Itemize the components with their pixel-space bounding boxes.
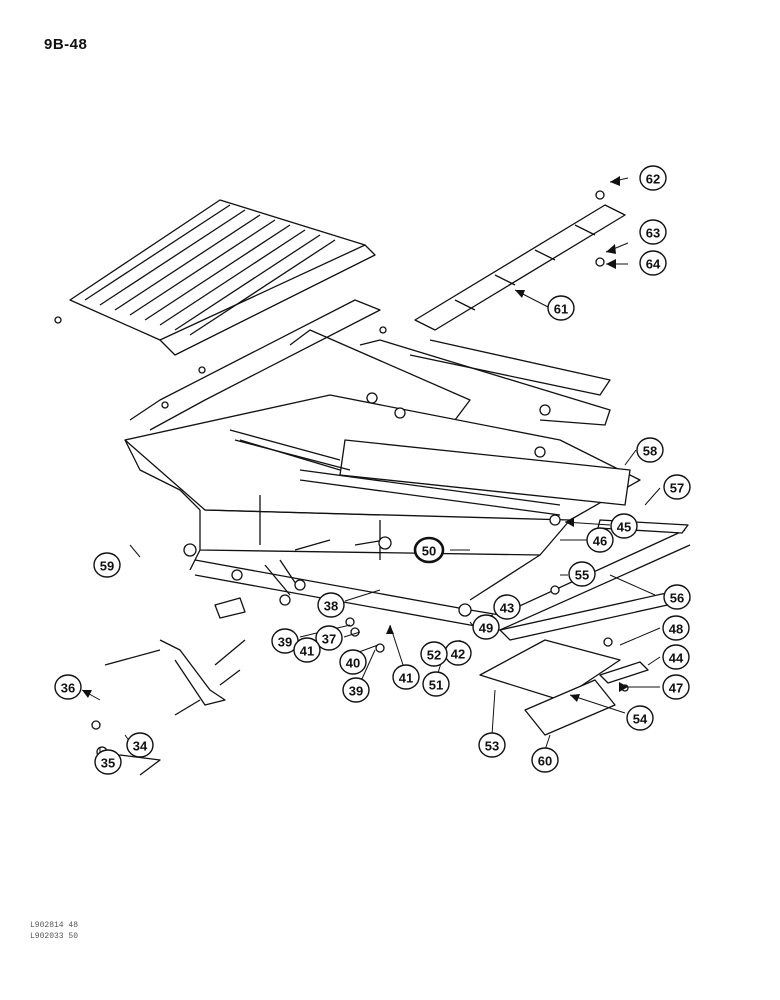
callout-44	[662, 644, 690, 670]
reference-code: L902033 50	[30, 932, 79, 941]
callout-47	[662, 674, 690, 700]
page-number: 9B-48	[44, 36, 88, 53]
callout-label: 40	[346, 656, 360, 671]
callout-56	[663, 584, 691, 610]
door-panel-53	[479, 639, 621, 701]
callout-40	[339, 649, 367, 675]
side-rail-right	[359, 339, 611, 426]
callout-35	[94, 749, 122, 775]
callout-46	[586, 527, 614, 553]
callout-label: 41	[300, 644, 314, 659]
drawing-references: L902814 48 L902033 50	[30, 920, 78, 942]
tank-cover-panel	[69, 199, 376, 356]
callout-50	[413, 536, 445, 564]
callout-label: 34	[133, 739, 148, 754]
callout-label: 44	[669, 651, 684, 666]
callout-label: 43	[500, 601, 514, 616]
cover-panel-56	[499, 589, 691, 641]
callout-label: 63	[646, 226, 660, 241]
callout-label: 35	[101, 756, 115, 771]
callout-49	[472, 614, 500, 640]
callout-label: 46	[593, 534, 607, 549]
door-panel-60	[524, 679, 616, 736]
callout-label: 49	[479, 621, 493, 636]
callout-45	[610, 513, 638, 539]
hardware	[54, 190, 629, 758]
reference-code: L902814 48	[30, 921, 79, 930]
tank-body	[124, 394, 641, 601]
callout-41a	[293, 637, 321, 663]
upper-rail	[129, 299, 381, 431]
callout-34	[126, 732, 154, 758]
callout-label: 39	[278, 635, 292, 650]
callout-55	[568, 561, 596, 587]
callout-36	[54, 674, 82, 700]
callout-label: 41	[399, 671, 413, 686]
callout-group	[54, 165, 691, 775]
callout-62	[639, 165, 667, 191]
callout-43	[493, 594, 521, 620]
callout-38	[317, 592, 345, 618]
callout-64	[639, 250, 667, 276]
callout-label: 47	[669, 681, 683, 696]
bottom-frame-lower	[194, 544, 691, 631]
callout-label: 42	[451, 647, 465, 662]
callout-label: 59	[100, 559, 114, 574]
callout-63	[639, 219, 667, 245]
callout-53	[478, 732, 506, 758]
callout-label: 48	[669, 622, 683, 637]
callout-41b	[392, 664, 420, 690]
callout-label: 36	[61, 681, 75, 696]
callout-label: 62	[646, 172, 660, 187]
callout-60	[531, 747, 559, 773]
plate-44	[599, 661, 649, 684]
callout-label: 45	[617, 520, 631, 535]
callout-51	[422, 671, 450, 697]
callout-label: 60	[538, 754, 552, 769]
leader-arrows	[82, 176, 628, 702]
callout-54	[626, 705, 654, 731]
callout-label: 39	[349, 684, 363, 699]
side-rail-far	[409, 339, 611, 396]
callout-label: 55	[575, 568, 589, 583]
callout-48	[662, 615, 690, 641]
callout-57	[663, 474, 691, 500]
callout-61	[547, 295, 575, 321]
hinge-strip	[414, 204, 626, 331]
callout-label: 51	[429, 678, 443, 693]
callout-39b	[342, 677, 370, 703]
callout-59	[93, 552, 121, 578]
callout-52	[420, 641, 448, 667]
callout-label: 61	[554, 302, 568, 317]
callout-label: 58	[643, 444, 657, 459]
callout-label: 52	[427, 648, 441, 663]
callout-label: 38	[324, 599, 338, 614]
callout-label: 53	[485, 739, 499, 754]
callout-58	[636, 437, 664, 463]
callout-label: 54	[633, 712, 648, 727]
callout-label: 50	[422, 544, 436, 559]
callout-label: 64	[646, 257, 661, 272]
callout-37	[315, 625, 343, 651]
callout-label: 37	[322, 632, 336, 647]
callout-label: 56	[670, 591, 684, 606]
callout-label: 57	[670, 481, 684, 496]
